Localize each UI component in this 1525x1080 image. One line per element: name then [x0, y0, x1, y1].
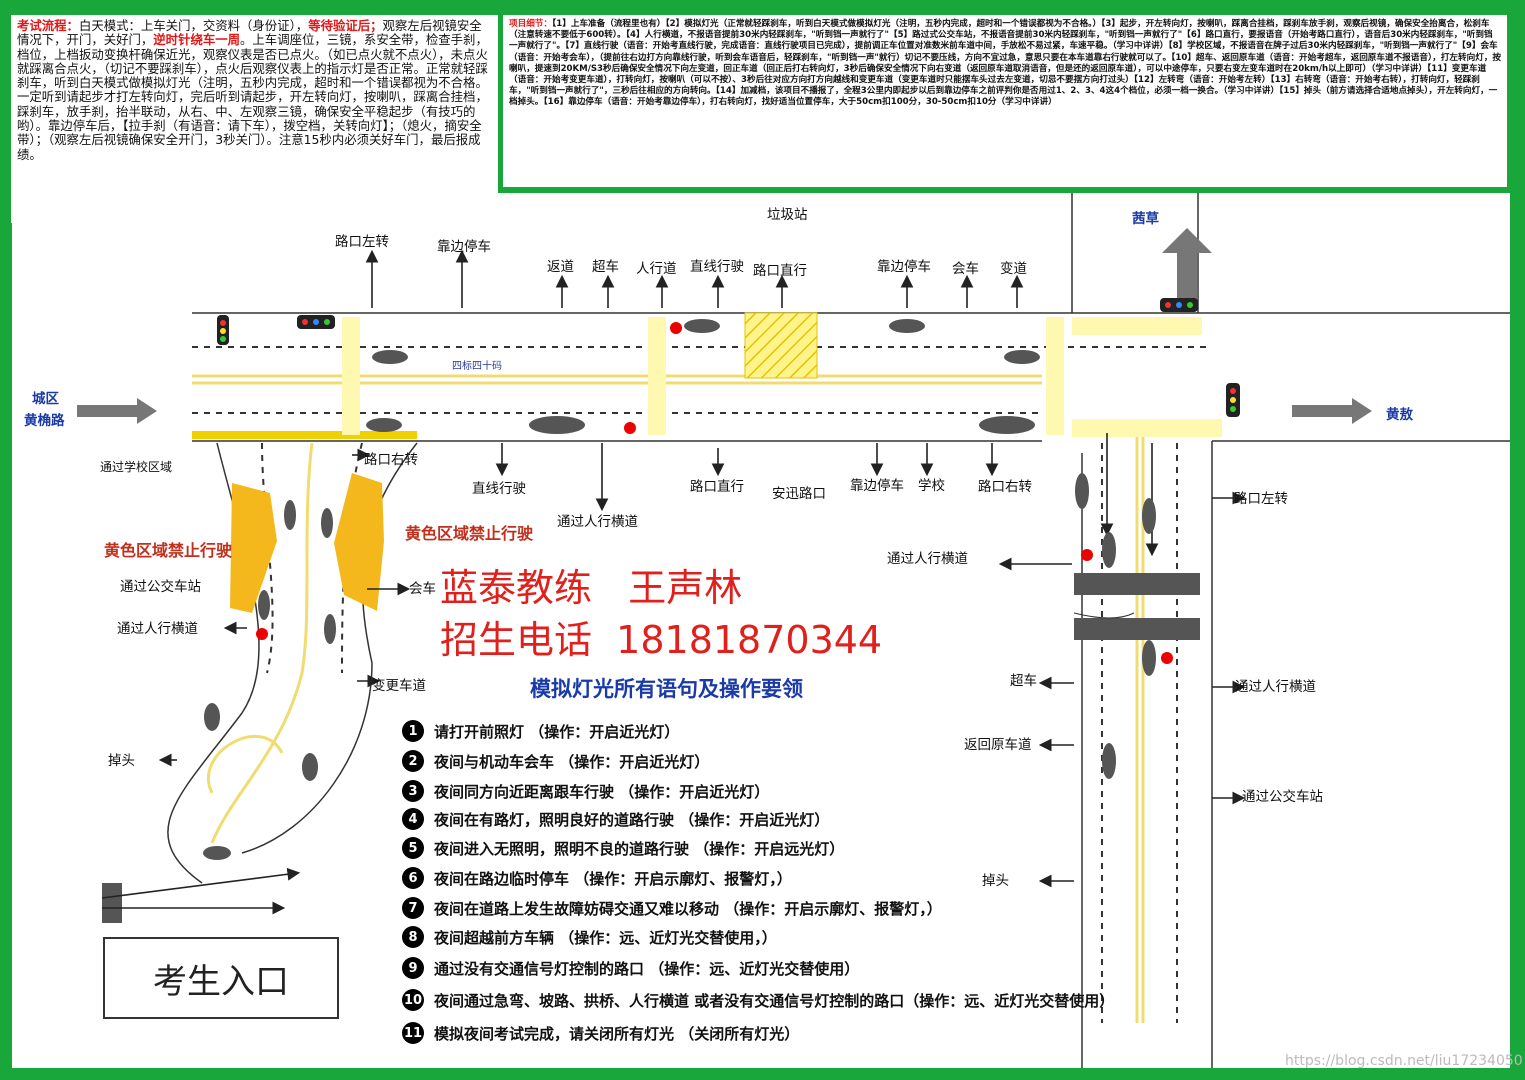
step-number: 3: [402, 780, 424, 802]
label-pass-crosswalk-right2: 通过人行横道: [1235, 679, 1316, 695]
step-item: 10 夜间通过急弯、坡路、拱桥、人行横道 或者没有交通信号灯控制的路口（操作：远、…: [402, 987, 1114, 1013]
label-overtake-right: 超车: [1010, 672, 1037, 689]
label-urban-area: 城区: [32, 390, 59, 407]
label-return-lane-right: 返回原车道: [964, 736, 1032, 753]
direction-arrows: [101, 249, 1246, 915]
step-item: 1 请打开前照灯 （操作：开启近光灯）: [402, 718, 679, 744]
map-label-group: 路口左转 靠边停车 返道 超车 人行道 直线行驶 路口直行 垃圾站 靠边停车 会…: [24, 207, 1414, 889]
label-return-lane: 返道: [547, 259, 574, 275]
coach-line-2: 招生电话 18181870344: [440, 618, 883, 662]
label-pass-crosswalk-left: 通过人行横道: [117, 621, 198, 637]
label-meet-car-left: 会车: [409, 580, 436, 597]
project-detail-label: 项目细节：: [509, 19, 552, 29]
step-text: 模拟夜间考试完成，请关闭所有灯光 （关闭所有灯光）: [434, 1024, 800, 1043]
label-huangjue-road: 黄桷路: [24, 412, 65, 429]
label-u-turn: 掉头: [108, 753, 135, 769]
big-arrows: [77, 228, 1372, 424]
label-overtake: 超车: [592, 258, 619, 275]
label-pull-over-top: 靠边停车: [437, 238, 491, 255]
step-item: 7 夜间在道路上发生故障妨碍交通又难以移动 （操作：开启示廓灯、报警灯，）: [402, 895, 942, 921]
step-item: 8 夜间超越前方车辆 （操作：远、近灯光交替使用，）: [402, 924, 777, 950]
step-number: 10: [402, 989, 424, 1011]
traffic-lights: [217, 298, 1240, 417]
label-pass-crosswalk-right: 通过人行横道: [887, 551, 968, 567]
label-crosswalk-top: 人行道: [636, 261, 677, 277]
cars: [203, 319, 1173, 860]
exam-flow-label: 考试流程：: [17, 18, 79, 33]
step-item: 5 夜间进入无照明，照明不良的道路行驶 （操作：开启远光灯）: [402, 835, 844, 861]
exam-flow-red-2: 逆时针绕车一周: [153, 32, 241, 48]
label-change-lane: 变更车道: [372, 677, 426, 694]
label-pass-bus-stop: 通过公交车站: [120, 578, 201, 595]
exam-flow-panel: 考试流程：白天模式：上车关门，交资料（身份证），等待验证后；观察左后视镜安全情况…: [8, 12, 501, 226]
label-intersection-straight-top: 路口直行: [753, 263, 807, 279]
exam-flow-text-2: 观察左后视镜安全情况下，开门，关好门，: [17, 18, 482, 48]
step-item: 4 夜间在有路灯，照明良好的道路行驶 （操作：开启近光灯）: [402, 806, 829, 832]
step-text: 夜间进入无照明，照明不良的道路行驶 （操作：开启远光灯）: [434, 839, 845, 858]
step-text: 夜间与机动车会车 （操作：开启近光灯）: [434, 752, 710, 771]
exam-flow-red-1: 等待验证后；: [308, 18, 383, 33]
step-item: 11 模拟夜间考试完成，请关闭所有灯光 （关闭所有灯光）: [402, 1020, 799, 1046]
label-garbage-station: 垃圾站: [767, 207, 808, 223]
label-anxun-intersection: 安迅路口: [772, 486, 826, 502]
label-straight-driving: 直线行驶: [472, 481, 526, 497]
project-detail-panel: 项目细节：【1】上车准备（流程里也有）【2】模拟灯光（正常就轻踩刹车，听到白天模…: [500, 12, 1510, 190]
route-map-area: 路口左转 靠边停车 返道 超车 人行道 直线行驶 路口直行 垃圾站 靠边停车 会…: [12, 193, 1510, 1068]
step-text: 夜间通过急弯、坡路、拱桥、人行横道 或者没有交通信号灯控制的路口（操作：远、近灯…: [434, 991, 1115, 1010]
label-pass-crosswalk-mid: 通过人行横道: [557, 514, 638, 530]
candidate-entrance: 考生入口: [103, 937, 339, 1019]
label-pass-bus-stop-right: 通过公交车站: [1242, 788, 1323, 805]
label-yellow-no-drive-right: 黄色区域禁止行驶: [405, 524, 533, 543]
step-item: 6 夜间在路边临时停车 （操作：开启示廓灯、报警灯，）: [402, 865, 792, 891]
label-xicao: 茜草: [1132, 210, 1160, 227]
step-number: 4: [402, 808, 424, 830]
step-number: 5: [402, 837, 424, 859]
step-number: 11: [402, 1022, 424, 1044]
label-right-turn-mid: 路口右转: [364, 452, 418, 468]
coach-line-1: 蓝泰教练 王声林: [440, 566, 743, 610]
route-map: 路口左转 靠边停车 返道 超车 人行道 直线行驶 路口直行 垃圾站 靠边停车 会…: [24, 193, 1510, 1068]
step-number: 1: [402, 720, 424, 742]
step-text: 夜间在道路上发生故障妨碍交通又难以移动 （操作：开启示廓灯、报警灯，）: [434, 899, 942, 918]
label-yellow-no-drive-left: 黄色区域禁止行驶: [104, 541, 232, 560]
step-number: 8: [402, 926, 424, 948]
step-text: 通过没有交通信号灯控制的路口 （操作：远、近灯光交替使用）: [434, 959, 860, 978]
exam-flow-text-1: 白天模式：上车关门，交资料（身份证），: [78, 18, 309, 33]
label-left-turn-right: 路口左转: [1234, 491, 1288, 507]
label-straight-driving-top: 直线行驶: [690, 259, 744, 275]
steps-title: 模拟灯光所有语句及操作要领: [530, 677, 803, 701]
step-number: 6: [402, 867, 424, 889]
exam-flow-text-3: 。上车调座位，三镜，系安全带，检查手刹，档位，上档扳动变换杆确保近光，观察仪表是…: [17, 32, 488, 162]
label-meet-car-top: 会车: [952, 260, 979, 277]
label-intersection-straight: 路口直行: [690, 479, 744, 495]
project-detail-text: 【1】上车准备（流程里也有）【2】模拟灯光（正常就轻踩刹车，听到白天模式做模拟灯…: [509, 19, 1502, 108]
step-number: 2: [402, 750, 424, 772]
step-item: 2 夜间与机动车会车 （操作：开启近光灯）: [402, 748, 709, 774]
label-pull-over-top2: 靠边停车: [877, 258, 931, 275]
curve-road: [102, 442, 418, 923]
watermark: https://blog.csdn.net/liu17234050: [1285, 1053, 1523, 1069]
label-right-turn-right: 路口右转: [978, 479, 1032, 495]
main-road: [192, 193, 1510, 1068]
step-number: 7: [402, 897, 424, 919]
step-item: 9 通过没有交通信号灯控制的路口 （操作：远、近灯光交替使用）: [402, 955, 859, 981]
coach-info: 蓝泰教练 王声林招生电话 18181870344: [440, 562, 882, 666]
step-text: 夜间超越前方车辆 （操作：远、近灯光交替使用，）: [434, 928, 777, 947]
label-school-zone: 通过学校区域: [100, 459, 172, 474]
label-speed-40: 四标四十码: [452, 359, 502, 372]
step-number: 9: [402, 957, 424, 979]
label-u-turn-right: 掉头: [982, 873, 1009, 889]
label-huanghe: 黄敖: [1386, 406, 1414, 423]
label-change-lane-top: 变道: [1000, 261, 1027, 277]
step-text: 夜间在路边临时停车 （操作：开启示廓灯、报警灯，）: [434, 869, 792, 888]
label-school: 学校: [918, 477, 946, 494]
step-item: 3 夜间同方向近距离跟车行驶 （操作：开启近光灯）: [402, 778, 769, 804]
step-text: 请打开前照灯 （操作：开启近光灯）: [434, 722, 680, 741]
label-top-left-turn: 路口左转: [335, 234, 389, 250]
step-text: 夜间在有路灯，照明良好的道路行驶 （操作：开启近光灯）: [434, 810, 830, 829]
step-text: 夜间同方向近距离跟车行驶 （操作：开启近光灯）: [434, 782, 770, 801]
label-pull-over-bottom: 靠边停车: [850, 477, 904, 494]
